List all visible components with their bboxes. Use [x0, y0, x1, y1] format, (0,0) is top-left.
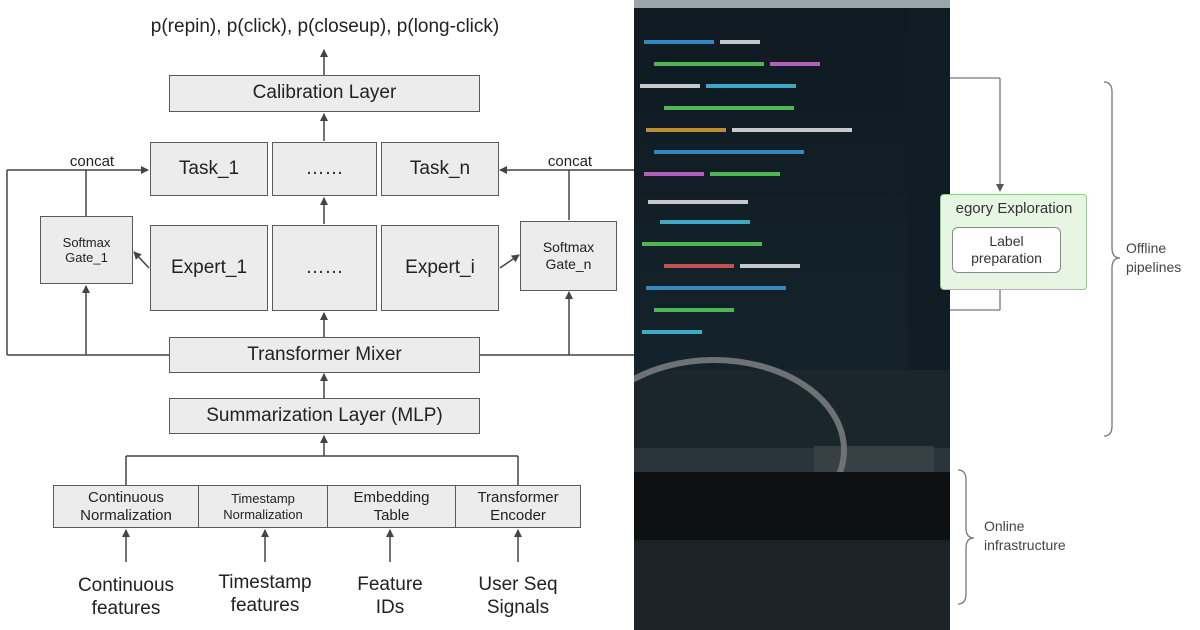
category-exploration-label: egory Exploration: [955, 200, 1073, 217]
concat-right-label: concat: [547, 153, 593, 170]
transformer-mixer-box: Transformer Mixer: [169, 337, 480, 373]
task-n-box: Task_n: [381, 142, 499, 196]
label-preparation-box: Label preparation: [952, 227, 1061, 273]
output-probabilities-label: p(repin), p(click), p(closeup), p(long-c…: [150, 16, 500, 37]
transformer-encoder-box: Transformer Encoder: [455, 485, 581, 528]
user-seq-signals-label: User Seq Signals: [478, 574, 558, 618]
code-screen-photo: [634, 0, 950, 630]
calibration-layer-box: Calibration Layer: [169, 75, 480, 112]
feature-ids-label: Feature IDs: [357, 574, 423, 618]
timestamp-features-label: Timestamp features: [218, 572, 312, 616]
concat-left-label: concat: [69, 153, 115, 170]
embedding-table-box: Embedding Table: [327, 485, 456, 528]
expert-1-box: Expert_1: [150, 225, 268, 311]
task-ellipsis-box: ……: [272, 142, 377, 196]
summarization-layer-box: Summarization Layer (MLP): [169, 398, 480, 434]
softmax-gate-n-box: Softmax Gate_n: [520, 221, 617, 291]
online-infrastructure-label: Online infrastructure: [984, 518, 1066, 553]
offline-pipelines-label: Offline pipelines: [1126, 240, 1182, 275]
continuous-normalization-box: Continuous Normalization: [53, 485, 199, 528]
timestamp-normalization-box: Timestamp Normalization: [198, 485, 328, 528]
softmax-gate-1-box: Softmax Gate_1: [40, 216, 133, 284]
expert-i-box: Expert_i: [381, 225, 499, 311]
continuous-features-label: Continuous features: [77, 575, 175, 619]
expert-ellipsis-box: ……: [272, 225, 377, 311]
task-1-box: Task_1: [150, 142, 268, 196]
